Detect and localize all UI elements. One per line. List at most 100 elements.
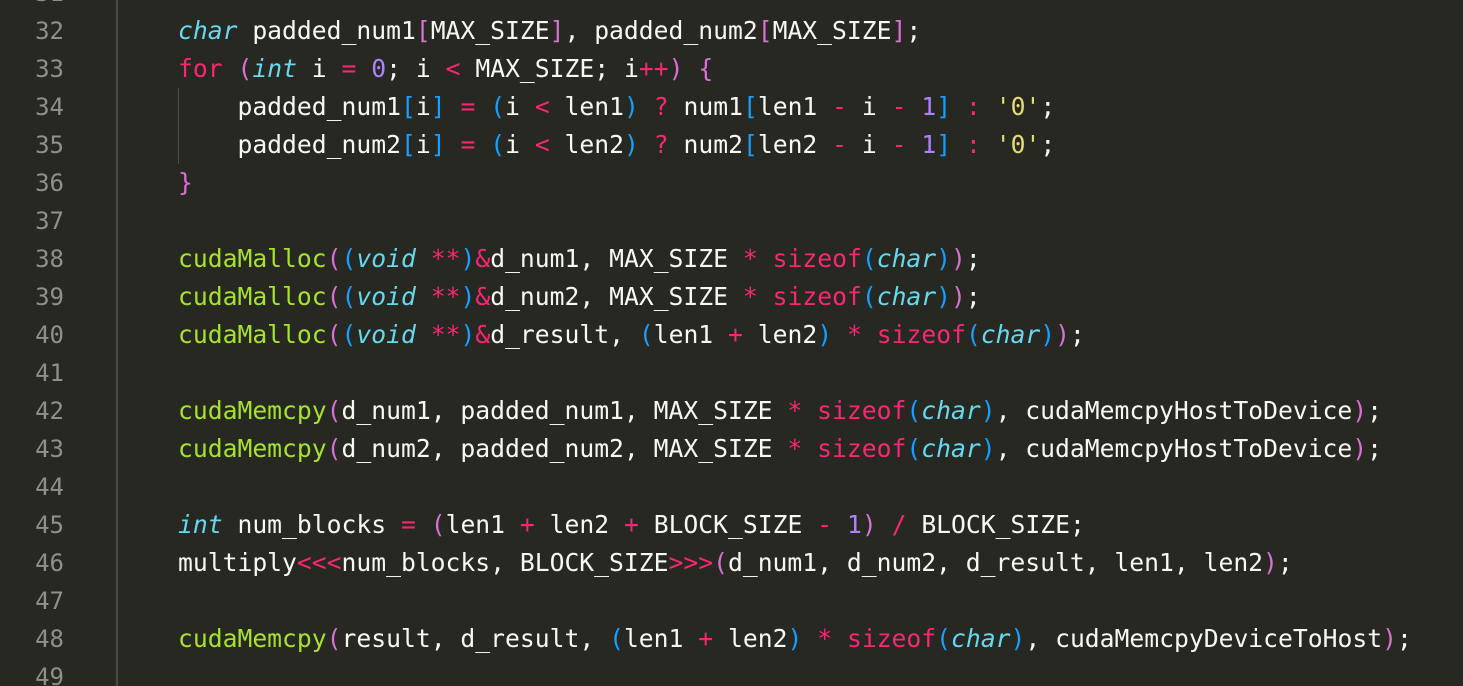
code-text[interactable]: cudaMalloc((void **)&d_num2, MAX_SIZE * …	[178, 278, 981, 316]
code-token: =	[341, 54, 357, 83]
code-token: :	[966, 92, 981, 121]
code-token: num_blocks, BLOCK_SIZE	[341, 548, 669, 577]
code-line[interactable]: 34 padded_num1[i] = (i < len1) ? num1[le…	[0, 88, 1463, 126]
code-token	[832, 320, 847, 349]
code-token: padded_num2	[178, 130, 401, 159]
code-token	[907, 130, 922, 159]
code-line[interactable]: 36}	[0, 164, 1463, 202]
code-token: )	[951, 282, 966, 311]
code-token: d_num1, padded_num1, MAX_SIZE	[341, 396, 788, 425]
code-token: MAX_SIZE	[772, 16, 892, 45]
code-token: (	[638, 320, 654, 349]
code-text[interactable]: cudaMemcpy(d_num1, padded_num1, MAX_SIZE…	[178, 392, 1382, 430]
code-text[interactable]: char padded_num1[MAX_SIZE], padded_num2[…	[178, 12, 921, 50]
code-text[interactable]: multiply<<<num_blocks, BLOCK_SIZE>>>(d_n…	[178, 544, 1293, 582]
code-token: char	[876, 282, 937, 311]
code-text[interactable]: int num_blocks = (len1 + len2 + BLOCK_SI…	[178, 506, 1085, 544]
code-token: (	[326, 434, 342, 463]
code-token	[802, 434, 817, 463]
line-number: 38	[35, 245, 64, 273]
code-token: ;	[1367, 434, 1383, 463]
code-text[interactable]: cudaMemcpy(d_num2, padded_num2, MAX_SIZE…	[178, 430, 1382, 468]
code-token: )	[936, 282, 952, 311]
line-number: 37	[35, 207, 64, 235]
indent-guide	[178, 88, 179, 164]
code-token: +	[623, 510, 639, 539]
code-token: , cudaMemcpyHostToDevice	[995, 434, 1353, 463]
code-token: char	[980, 320, 1041, 349]
code-token: d_num2, padded_num2, MAX_SIZE	[341, 434, 788, 463]
code-token: *	[742, 282, 758, 311]
code-text[interactable]: cudaMalloc((void **)&d_result, (len1 + l…	[178, 316, 1085, 354]
code-token: len1	[757, 92, 833, 121]
code-token: sizeof	[817, 434, 907, 463]
code-token: void	[356, 282, 416, 311]
code-text[interactable]: }	[178, 164, 193, 202]
code-text[interactable]: for (int i = 0; i < MAX_SIZE; i++) {	[178, 50, 713, 88]
code-token: (	[326, 396, 342, 425]
code-token: **	[430, 320, 461, 349]
code-token: }	[178, 168, 193, 197]
code-line[interactable]: 35 padded_num2[i] = (i < len2) ? num2[le…	[0, 126, 1463, 164]
code-token: *	[742, 244, 758, 273]
code-token: <<<	[296, 548, 342, 577]
code-text[interactable]: cudaMemcpy(result, d_result, (len1 + len…	[178, 620, 1412, 658]
code-token: ?	[653, 92, 669, 121]
code-token: d_num2, MAX_SIZE	[490, 282, 743, 311]
code-text[interactable]: padded_num2[i] = (i < len2) ? num2[len2 …	[178, 126, 1055, 164]
code-token: [	[742, 130, 758, 159]
code-token: MAX_SIZE; i	[460, 54, 639, 83]
code-token: int	[252, 54, 297, 83]
code-token: )	[1352, 434, 1368, 463]
code-token: len1	[653, 320, 729, 349]
code-line[interactable]: 41	[0, 354, 1463, 392]
code-text[interactable]: cudaMalloc((void **)&d_num1, MAX_SIZE * …	[178, 240, 981, 278]
code-token: ;	[965, 282, 981, 311]
code-token: d_num1, d_num2, d_result, len1, len2	[727, 548, 1264, 577]
code-token: /	[891, 510, 907, 539]
code-token: sizeof	[772, 282, 862, 311]
code-token: (	[341, 282, 357, 311]
line-number: 34	[35, 93, 64, 121]
code-token: ;	[1040, 130, 1056, 159]
code-token: (	[341, 244, 357, 273]
code-line[interactable]: 37	[0, 202, 1463, 240]
code-token: (	[861, 244, 877, 273]
code-token: =	[400, 510, 416, 539]
code-token: 1	[921, 92, 937, 121]
code-token	[639, 130, 654, 159]
code-token: for	[178, 54, 223, 83]
code-line[interactable]: 49	[0, 658, 1463, 686]
code-token: {	[698, 54, 714, 83]
code-token	[416, 244, 431, 273]
code-token: char	[876, 244, 937, 273]
code-token: ;	[1277, 548, 1293, 577]
code-token: -	[891, 92, 907, 121]
code-line[interactable]: 47	[0, 582, 1463, 620]
code-line[interactable]: 44	[0, 468, 1463, 506]
code-line[interactable]: 31	[0, 0, 1463, 12]
code-token: (	[906, 434, 922, 463]
code-token	[758, 282, 773, 311]
code-text[interactable]: padded_num1[i] = (i < len1) ? num1[len1 …	[178, 88, 1055, 126]
code-token	[446, 130, 461, 159]
code-token: sizeof	[876, 320, 966, 349]
code-token: **	[430, 282, 461, 311]
code-token: char	[178, 16, 238, 45]
code-token: len2	[713, 624, 788, 653]
code-token: )	[624, 92, 639, 121]
code-token: &	[475, 320, 491, 349]
code-token: 1	[921, 130, 937, 159]
code-token	[951, 130, 966, 159]
